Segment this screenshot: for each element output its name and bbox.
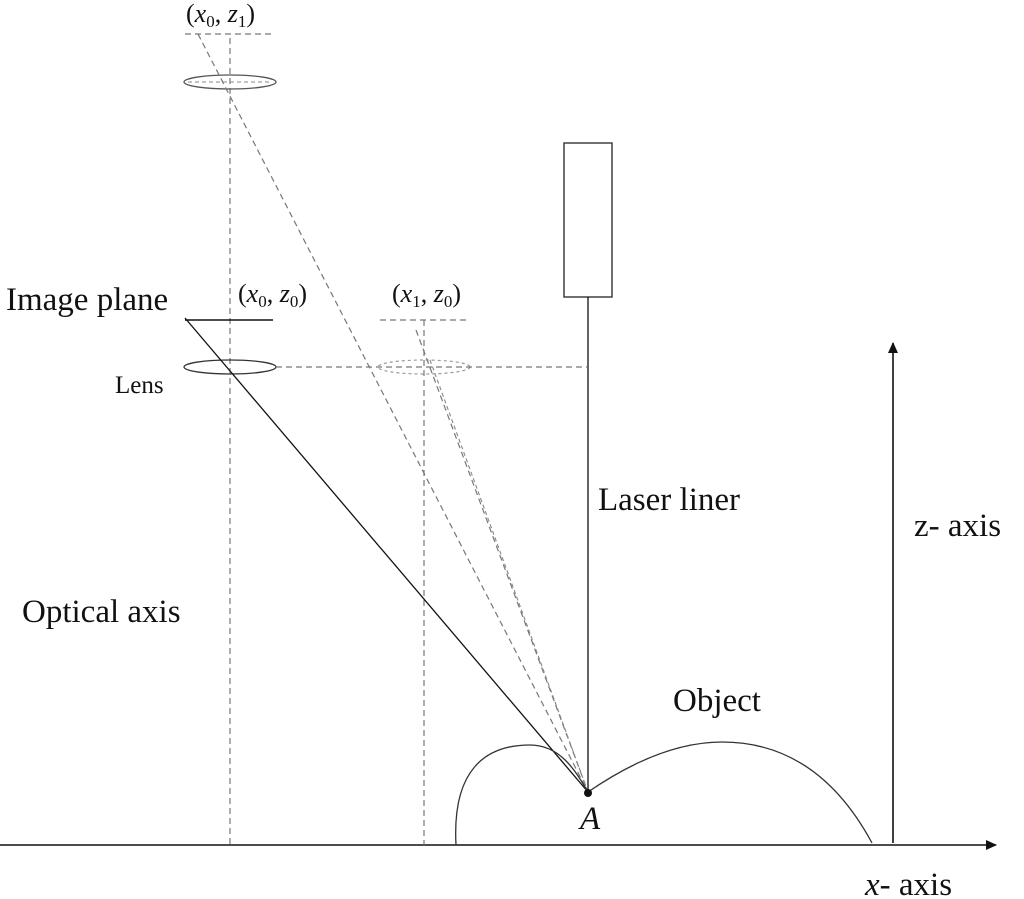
laser-liner-label: Laser liner xyxy=(598,482,740,518)
object-label: Object xyxy=(673,683,761,719)
coord-right-label: (x1, z0) xyxy=(392,279,461,311)
object-curve xyxy=(455,741,873,846)
top-lens xyxy=(183,74,277,90)
point-a-dot xyxy=(584,789,592,797)
x-axis-label: x- axis xyxy=(864,867,952,899)
z-axis-label: z- axis xyxy=(914,508,1001,544)
coord-top-label: (x0, z1) xyxy=(186,0,255,31)
coord-left-label: (x0, z0) xyxy=(238,279,307,311)
ray-top-to-a xyxy=(197,33,589,793)
ray-image-plane-to-a xyxy=(184,317,589,793)
lens-label: Lens xyxy=(115,372,164,399)
image-plane-label: Image plane xyxy=(6,282,168,318)
point-a-label: A xyxy=(578,801,601,837)
laser-device xyxy=(563,142,613,298)
optical-axis-label: Optical axis xyxy=(22,594,181,630)
ray-shifted-to-a xyxy=(415,329,589,793)
